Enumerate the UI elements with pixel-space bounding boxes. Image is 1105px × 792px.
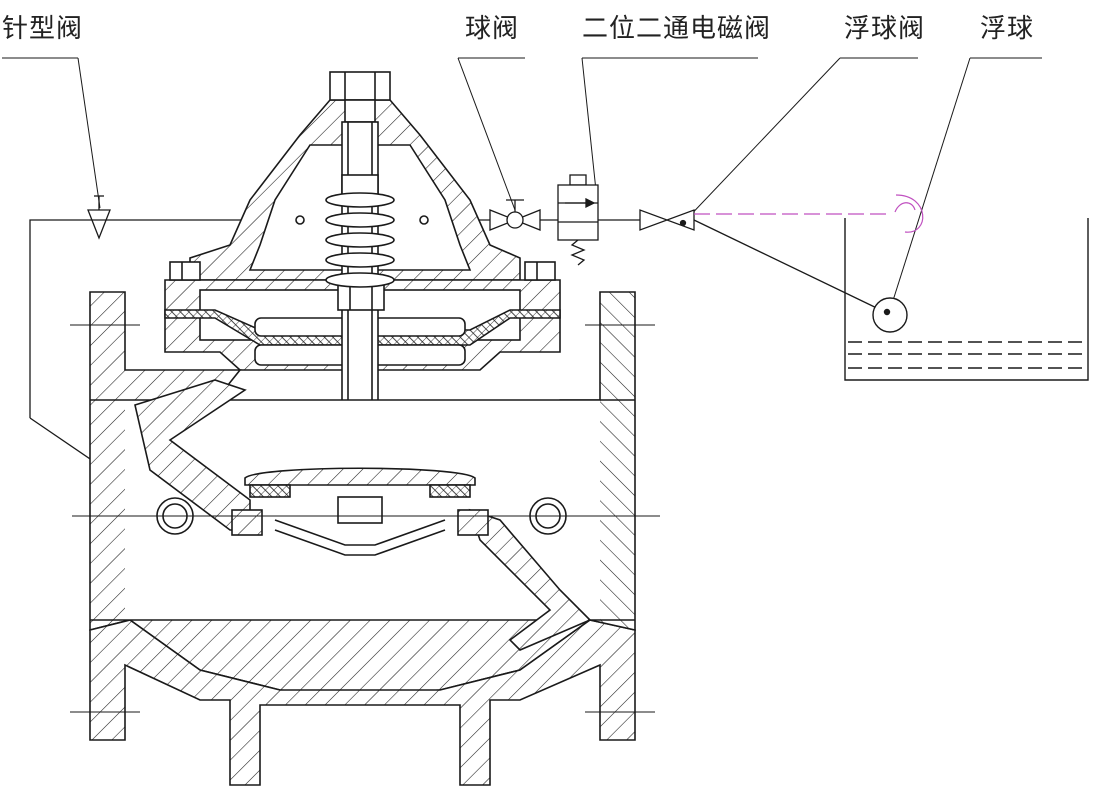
label-solenoid-valve: 二位二通电磁阀 (582, 14, 772, 44)
label-ball-valve: 球阀 (465, 14, 520, 44)
leader-lines (2, 57, 1042, 311)
float-valve-symbol (639, 209, 695, 231)
label-needle-valve: 针型阀 (2, 14, 84, 44)
signal-line (694, 194, 924, 233)
inner-partition (134, 379, 251, 531)
seat-disc (244, 467, 476, 486)
label-float: 浮球 (980, 14, 1035, 44)
needle-valve-symbol (87, 195, 111, 240)
spring (325, 192, 395, 288)
label-float-valve: 浮球阀 (844, 14, 926, 44)
solenoid-valve-symbol (557, 174, 599, 266)
tank (844, 218, 1089, 381)
ball-valve-symbol (489, 199, 541, 231)
